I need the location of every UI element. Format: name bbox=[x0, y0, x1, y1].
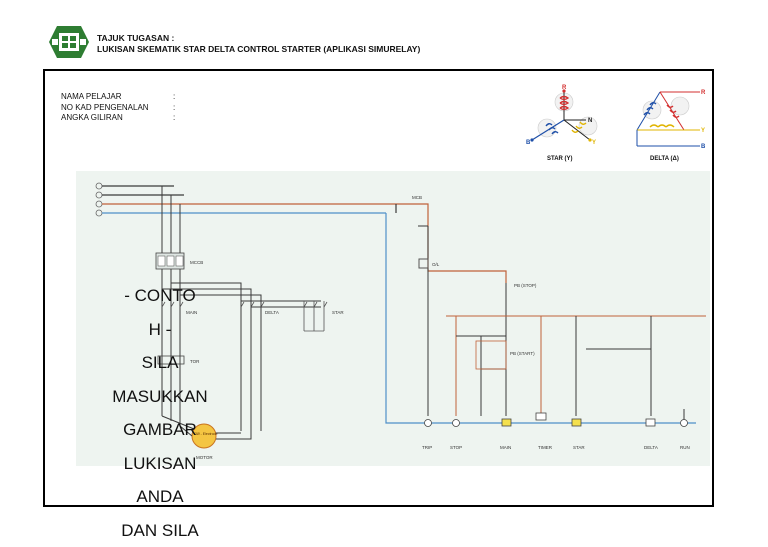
pb-stop-label: PB (STOP) bbox=[514, 283, 537, 288]
info-row-index: ANGKA GILIRAN : bbox=[61, 113, 175, 124]
info-sep-name: : bbox=[173, 92, 175, 103]
star-label-y: Y bbox=[592, 140, 596, 146]
info-sep-index: : bbox=[173, 113, 175, 124]
ol-label: O/L bbox=[432, 262, 440, 267]
placeholder-overlay-text: - CONTO H - SILA MASUKKAN GAMBAR LUKISAN… bbox=[82, 279, 238, 547]
student-info: NAMA PELAJAR : NO KAD PENGENALAN : ANGKA… bbox=[61, 92, 175, 124]
info-label-name: NAMA PELAJAR bbox=[61, 92, 173, 103]
delta-label-y: Y bbox=[701, 128, 705, 134]
mccb-label: MCCB bbox=[190, 260, 203, 265]
overlay-line-3: SILA bbox=[82, 346, 238, 380]
run-label: RUN bbox=[680, 445, 690, 450]
info-label-ic: NO KAD PENGENALAN bbox=[61, 103, 173, 114]
overlay-line-4: MASUKKAN bbox=[82, 380, 238, 414]
assignment-title: TAJUK TUGASAN : LUKISAN SKEMATIK STAR DE… bbox=[97, 33, 420, 55]
info-sep-ic: : bbox=[173, 103, 175, 114]
star-label-r: R bbox=[562, 85, 567, 91]
control-circuit bbox=[418, 226, 706, 423]
delta-caption: DELTA (Δ) bbox=[650, 156, 679, 162]
pb-start-label: PB (START) bbox=[510, 351, 535, 356]
overlay-line-1: - CONTO bbox=[82, 279, 238, 313]
mcb-label: MCB bbox=[412, 195, 422, 200]
star-caption: STAR (Y) bbox=[547, 156, 573, 162]
overlay-line-7: ANDA bbox=[82, 480, 238, 514]
info-row-ic: NO KAD PENGENALAN : bbox=[61, 103, 175, 114]
stop-label: STOP bbox=[450, 445, 462, 450]
title-line-1: TAJUK TUGASAN : bbox=[97, 33, 420, 44]
star-label-n: N bbox=[588, 118, 592, 124]
supply-lines bbox=[102, 186, 396, 213]
phasor-diagrams: R B Y N STAR (Y) R Y B DELTA (Δ) bbox=[512, 80, 707, 170]
mccb-block: MCCB bbox=[156, 253, 203, 269]
coils-and-lamps bbox=[425, 413, 688, 427]
overlay-line-6: LUKISAN bbox=[82, 447, 238, 481]
star-phasor: R B Y N STAR (Y) bbox=[526, 85, 597, 162]
timer-label: TIMER bbox=[538, 445, 553, 450]
title-line-2: LUKISAN SKEMATIK STAR DELTA CONTROL STAR… bbox=[97, 44, 420, 55]
star-label-b: B bbox=[526, 140, 531, 146]
delta-coil-label: DELTA bbox=[644, 445, 658, 450]
delta-label-r: R bbox=[701, 90, 706, 96]
delta-label-b: B bbox=[701, 144, 706, 150]
overlay-line-8: DAN SILA bbox=[82, 514, 238, 547]
star-coil-label: STAR bbox=[573, 445, 585, 450]
star-contactor-label: STAR bbox=[332, 310, 344, 315]
delta-contactor-label: DELTA bbox=[265, 310, 279, 315]
overlay-line-2: H - bbox=[82, 313, 238, 347]
trip-label: TRIP bbox=[422, 445, 432, 450]
info-label-index: ANGKA GILIRAN bbox=[61, 113, 173, 124]
info-row-name: NAMA PELAJAR : bbox=[61, 92, 175, 103]
delta-phasor: R Y B DELTA (Δ) bbox=[637, 90, 706, 162]
overlay-line-5: GAMBAR bbox=[82, 413, 238, 447]
school-logo bbox=[49, 24, 89, 60]
supply-terminals bbox=[96, 183, 102, 216]
main-coil-label: MAIN bbox=[500, 445, 511, 450]
